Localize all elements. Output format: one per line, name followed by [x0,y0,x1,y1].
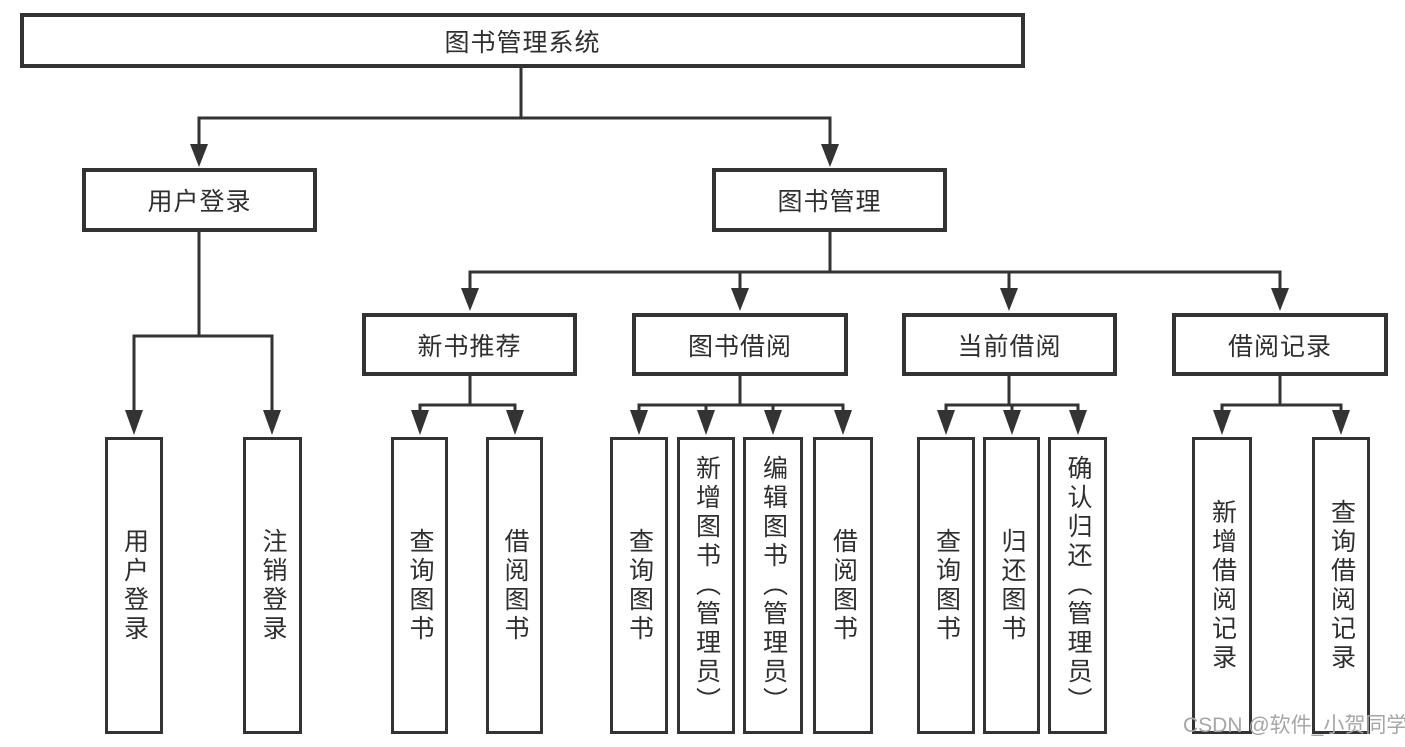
connector-user-login-branch [125,230,281,435]
node-leaf-cb-confirm-return-admin-label: 确认归还（管理员） [1064,455,1092,716]
node-leaf-logout-label: 注销登录 [259,527,287,644]
node-user-login-group-label: 用户登录 [147,188,252,216]
node-leaf-rec-borrow-books: 借阅图书 [486,437,543,734]
node-leaf-rec-query-books: 查询图书 [391,437,448,734]
node-new-book-rec-label: 新书推荐 [417,332,522,361]
node-leaf-bb-add-books-admin: 新增图书（管理员） [677,437,735,734]
node-leaf-rec-borrow-books-label: 借阅图书 [501,527,529,644]
node-leaf-br-query-record-label: 查询借阅记录 [1327,498,1356,673]
node-leaf-br-query-record: 查询借阅记录 [1312,437,1370,734]
node-book-mgmt-label: 图书管理 [777,188,882,216]
node-leaf-bb-edit-books-admin-label: 编辑图书（管理员） [759,455,788,716]
node-new-book-rec: 新书推荐 [362,313,577,376]
node-borrow-records: 借阅记录 [1172,313,1388,376]
csdn-watermark: CSDN @软件_小贺同学 [1183,714,1405,737]
node-book-borrow: 图书借阅 [632,313,848,376]
node-leaf-cb-query-books-label: 查询图书 [932,527,961,644]
node-leaf-bb-borrow-books: 借阅图书 [813,437,873,734]
node-leaf-cb-confirm-return-admin: 确认归还（管理员） [1048,437,1107,734]
node-leaf-user-login-label: 用户登录 [120,527,149,644]
connector-root-branch [190,66,839,167]
connector-book-mgmt-branch [461,230,1289,311]
connector-book-borrow-branch [630,374,852,435]
node-book-borrow-label: 图书借阅 [687,332,792,361]
node-leaf-cb-query-books: 查询图书 [917,437,975,734]
node-leaf-bb-query-books-label: 查询图书 [625,527,654,644]
node-leaf-bb-borrow-books-label: 借阅图书 [829,527,858,644]
node-leaf-logout: 注销登录 [243,437,302,734]
connector-new-book-rec-branch [411,374,524,435]
node-leaf-br-add-record: 新增借阅记录 [1192,437,1252,734]
node-leaf-cb-return-books-label: 归还图书 [998,527,1026,644]
connector-borrow-records-branch [1213,374,1350,435]
node-leaf-rec-query-books-label: 查询图书 [406,527,434,644]
node-leaf-bb-edit-books-admin: 编辑图书（管理员） [743,437,803,734]
node-book-mgmt: 图书管理 [712,168,947,232]
node-leaf-bb-query-books: 查询图书 [610,437,668,734]
node-leaf-bb-add-books-admin-label: 新增图书（管理员） [692,455,721,716]
node-leaf-br-add-record-label: 新增借阅记录 [1208,498,1237,673]
node-leaf-user-login: 用户登录 [105,437,163,734]
node-current-borrow-label: 当前借阅 [957,332,1062,361]
node-user-login-group: 用户登录 [82,168,317,232]
connector-current-borrow-branch [937,374,1087,435]
node-borrow-records-label: 借阅记录 [1227,332,1332,361]
node-current-borrow: 当前借阅 [902,313,1117,376]
node-leaf-cb-return-books: 归还图书 [983,437,1040,734]
node-root: 图书管理系统 [20,13,1025,68]
node-root-label: 图书管理系统 [444,28,601,57]
